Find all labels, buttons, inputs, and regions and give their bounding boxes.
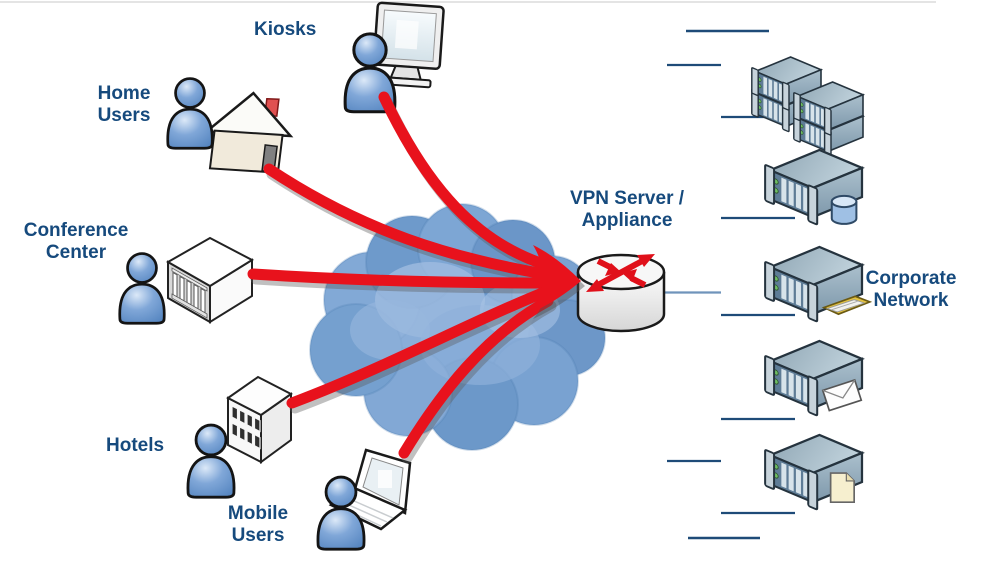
tunnel-line-mobile-users <box>398 295 554 459</box>
network-card-server <box>763 245 873 323</box>
database-cylinder-icon <box>830 194 858 225</box>
label-vpn-line2: Appliance <box>581 210 673 231</box>
document-icon <box>829 472 856 504</box>
label-corporate-line2: Network <box>873 290 949 311</box>
label-hotels-text: Hotels <box>106 435 165 456</box>
label-home-users: Home Users <box>84 83 164 127</box>
label-corporate-line1: Corporate <box>865 268 957 289</box>
router-icon <box>576 253 666 333</box>
mail-server <box>763 339 864 417</box>
tunnel-line-conference-center <box>247 268 551 289</box>
label-vpn-server: VPN Server / Appliance <box>544 188 710 232</box>
label-mobile-users: Mobile Users <box>213 503 303 547</box>
vpn-tunnel-lines <box>247 91 554 459</box>
label-corporate-network: Corporate Network <box>843 268 979 312</box>
label-hotels: Hotels <box>106 435 172 457</box>
label-conference-line1: Conference <box>23 220 129 241</box>
label-mobile-line2: Users <box>231 525 285 546</box>
label-home-users-line2: Users <box>97 105 151 126</box>
user-icon <box>118 252 166 325</box>
label-home-users-line1: Home <box>97 83 151 104</box>
hotel-building-icon <box>226 375 293 464</box>
label-kiosks: Kiosks <box>254 19 330 41</box>
tunnel-line-hotels <box>286 286 551 409</box>
tunnel-line-kiosks <box>378 91 552 271</box>
label-kiosks-text: Kiosks <box>254 19 317 40</box>
house-icon <box>203 91 294 174</box>
router-arrows <box>586 254 655 292</box>
envelope-icon <box>821 378 863 412</box>
label-mobile-line1: Mobile <box>227 503 289 524</box>
label-vpn-line1: VPN Server / <box>569 188 685 209</box>
conference-building-icon <box>165 236 255 324</box>
database-server <box>763 148 864 226</box>
converging-arrow-head <box>529 245 585 319</box>
corporate-backbone <box>663 29 800 540</box>
monitor-icon <box>372 1 445 89</box>
label-conference-center: Conference Center <box>2 220 150 264</box>
tunnel-line-home-users <box>263 163 550 280</box>
label-conference-line2: Center <box>45 242 107 263</box>
keyboard-card-icon <box>821 295 873 316</box>
file-server <box>763 433 864 511</box>
rack-server-cluster <box>750 56 864 158</box>
user-icon <box>166 77 214 150</box>
